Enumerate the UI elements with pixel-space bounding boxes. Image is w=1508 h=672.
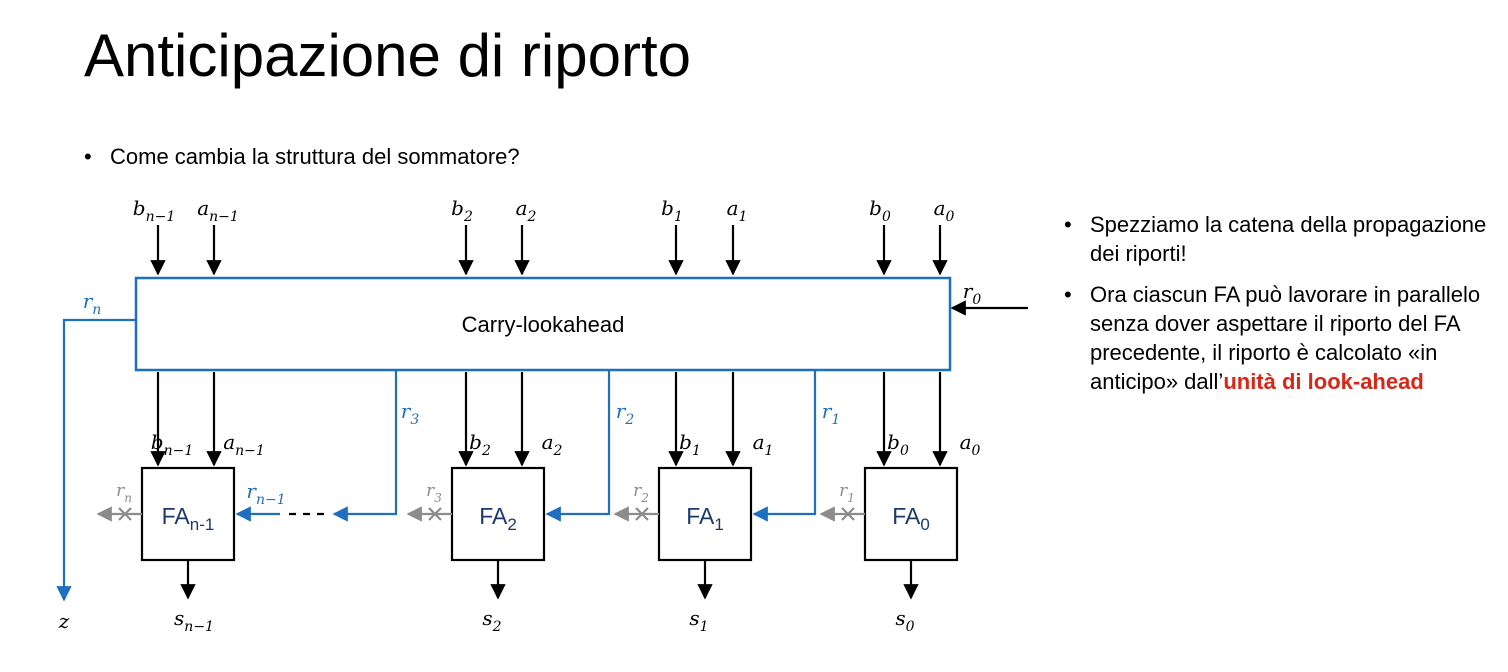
carry-in-fa-n1-label: rn−1 bbox=[246, 479, 285, 508]
carry-line-gap-label: r3 bbox=[401, 399, 420, 428]
carry-line bbox=[752, 370, 817, 522]
fa-input-b-label: b2 bbox=[469, 430, 491, 459]
input-b-label: b2 bbox=[451, 196, 473, 225]
side-bullet-2-text: Ora ciascun FA può lavorare in parallelo… bbox=[1090, 282, 1481, 394]
disabled-carry-label: r2 bbox=[633, 481, 649, 505]
input-a-label: a2 bbox=[516, 196, 537, 225]
carry-lookahead-block bbox=[134, 276, 952, 372]
sum-label: s1 bbox=[689, 606, 708, 635]
carry-in-label: r0 bbox=[963, 279, 982, 308]
bullet-dot: • bbox=[84, 144, 92, 169]
bullet-dot: • bbox=[1064, 282, 1072, 307]
disabled-carry-label: rn bbox=[116, 481, 132, 505]
cross-mark bbox=[118, 507, 132, 521]
intro-bullet-text: Come cambia la struttura del sommatore? bbox=[110, 144, 520, 169]
cross-mark bbox=[428, 507, 442, 521]
input-a-label: a1 bbox=[727, 196, 748, 225]
fa-input-a-label: a2 bbox=[542, 430, 563, 459]
input-b-label: b1 bbox=[661, 196, 683, 225]
slide-title: Anticipazione di riporto bbox=[84, 22, 692, 89]
sum-label: sn−1 bbox=[174, 606, 214, 635]
highlight-lookahead-unit: unità di look-ahead bbox=[1223, 369, 1424, 394]
input-b-label: b0 bbox=[869, 196, 891, 225]
carry-out-label: rn bbox=[83, 289, 102, 318]
full-adder-box bbox=[657, 466, 753, 562]
side-bullet-2: • Ora ciascun FA può lavorare in paralle… bbox=[1064, 280, 1504, 396]
carry-lookahead-label: Carry-lookahead bbox=[462, 312, 625, 337]
full-adder-box bbox=[450, 466, 546, 562]
bullet-dot: • bbox=[1064, 212, 1072, 237]
cross-mark bbox=[635, 507, 649, 521]
side-bullets: • Spezziamo la catena della propagazione… bbox=[1064, 210, 1504, 408]
carry-line bbox=[545, 370, 611, 522]
fa-input-b-label: bn−1 bbox=[151, 430, 193, 459]
fa-input-b-label: b0 bbox=[887, 430, 909, 459]
disabled-carry-cross bbox=[118, 507, 132, 521]
overflow-label: z bbox=[58, 609, 70, 633]
carry-out-wire bbox=[56, 318, 136, 602]
input-b-label: bn−1 bbox=[133, 196, 175, 225]
sum-label: s0 bbox=[895, 606, 914, 635]
disabled-carry-label: r1 bbox=[839, 481, 855, 505]
cross-mark bbox=[841, 507, 855, 521]
disabled-carry-cross bbox=[635, 507, 649, 521]
full-adder-label: FA2 bbox=[479, 503, 517, 534]
side-bullet-1-text: Spezziamo la catena della propagazione d… bbox=[1090, 212, 1487, 266]
full-adder-label: FA0 bbox=[892, 503, 930, 534]
full-adder-box bbox=[863, 466, 959, 562]
carry-line-label: r2 bbox=[616, 399, 635, 428]
full-adder-label: FA1 bbox=[686, 503, 724, 534]
disabled-carry-label: r3 bbox=[426, 481, 442, 505]
fa-input-b-label: b1 bbox=[679, 430, 701, 459]
full-adder-box bbox=[140, 466, 236, 562]
fa-input-a-label: an−1 bbox=[223, 430, 265, 459]
input-a-label: an−1 bbox=[197, 196, 239, 225]
input-a-label: a0 bbox=[934, 196, 955, 225]
full-adder-label: FAn-1 bbox=[162, 503, 215, 534]
disabled-carry-cross bbox=[841, 507, 855, 521]
side-bullet-1: • Spezziamo la catena della propagazione… bbox=[1064, 210, 1504, 268]
carry-line-label: r1 bbox=[822, 399, 840, 428]
disabled-carry-cross bbox=[428, 507, 442, 521]
carry-line-gap bbox=[332, 370, 398, 522]
intro-bullet: • Come cambia la struttura del sommatore… bbox=[84, 142, 520, 171]
fa-input-a-label: a0 bbox=[960, 430, 981, 459]
sum-label: s2 bbox=[482, 606, 501, 635]
fa-input-a-label: a1 bbox=[753, 430, 774, 459]
